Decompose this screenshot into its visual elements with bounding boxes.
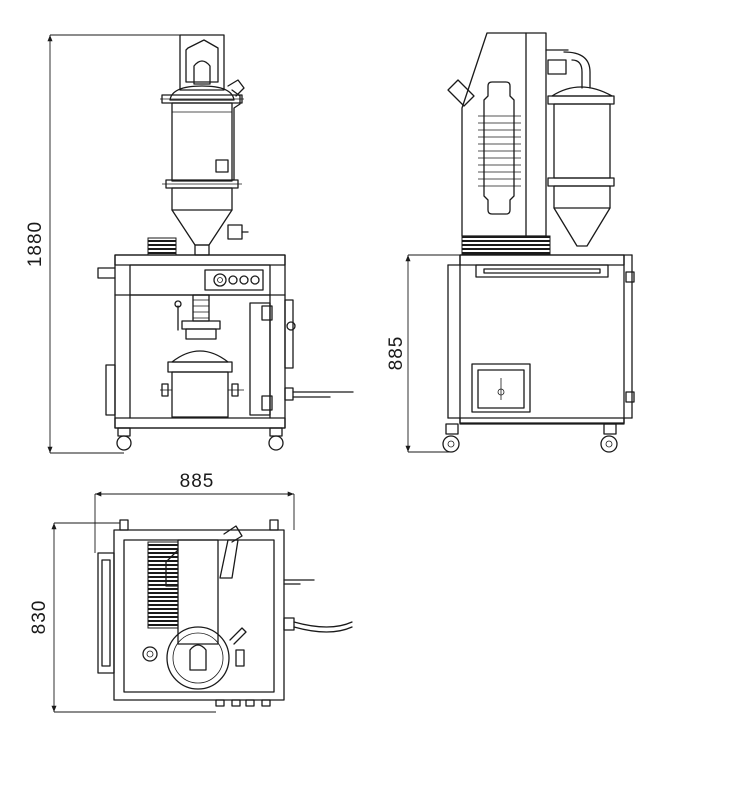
front-view (97, 34, 354, 451)
dimension-front-height: 1880 (25, 34, 180, 454)
side-view (442, 32, 635, 453)
dimension-top-depth: 830 (29, 522, 216, 713)
top-view (97, 519, 353, 707)
top-depth-label: 830 (29, 600, 50, 635)
dimension-side-base-height: 885 (386, 254, 460, 453)
dimension-top-width: 885 (94, 471, 295, 553)
top-width-label: 885 (180, 471, 215, 492)
side-base-height-label: 885 (386, 336, 407, 371)
front-height-label: 1880 (25, 221, 46, 267)
